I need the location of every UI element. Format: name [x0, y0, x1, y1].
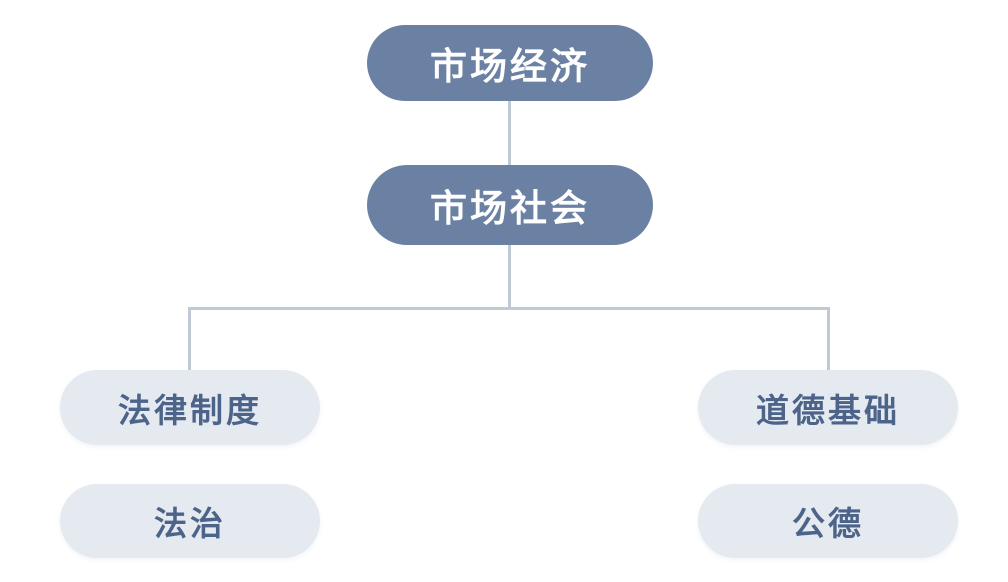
node-moral-foundation: 道德基础 [698, 370, 958, 445]
connector-drop-right [827, 307, 830, 370]
connector-branch-horizontal [188, 307, 830, 310]
connector-child-stem [508, 245, 511, 308]
node-market-society: 市场社会 [367, 165, 653, 245]
node-rule-of-law: 法治 [60, 484, 320, 558]
connector-drop-left [188, 307, 191, 370]
node-public-morality: 公德 [698, 484, 958, 558]
node-market-economy: 市场经济 [367, 25, 653, 101]
connector-root-to-child [508, 101, 511, 165]
node-legal-system: 法律制度 [60, 370, 320, 445]
